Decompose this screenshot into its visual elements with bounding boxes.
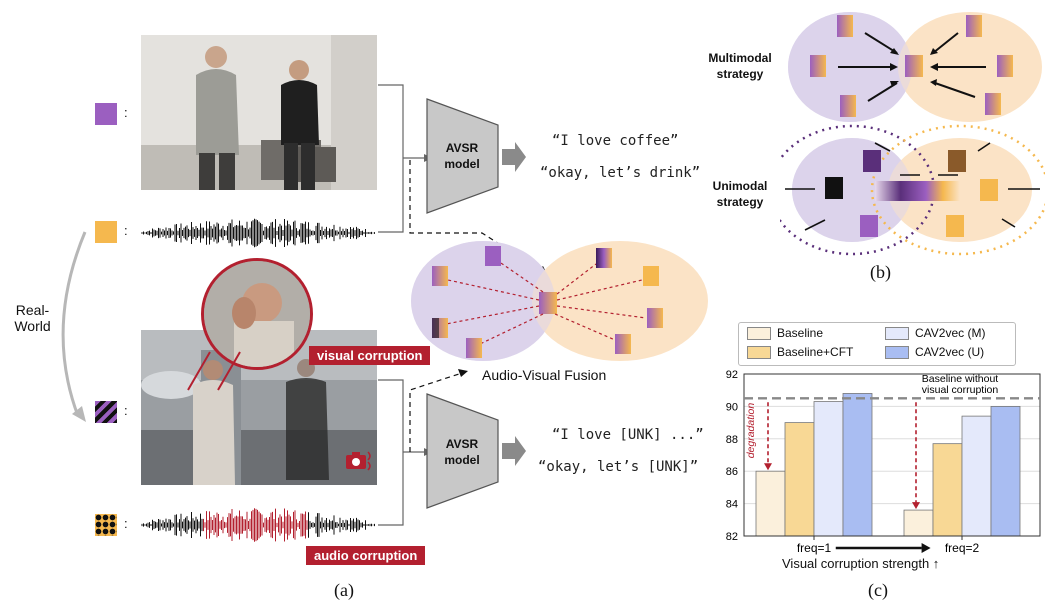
audio-modality-square (95, 221, 117, 243)
y-tick-label: 92 (726, 369, 738, 381)
colon: : (124, 223, 128, 238)
colon: : (124, 516, 128, 531)
transcript-clean-1: “I love coffee” (552, 133, 679, 149)
transcript-clean-2: “okay, let’s drink” (540, 165, 701, 181)
bar (813, 401, 844, 537)
legend-label: Baseline+CFT (777, 345, 854, 359)
legend-swatch (885, 345, 909, 359)
legend-item: Baseline+CFT (747, 345, 853, 359)
panel-b-caption: (b) (870, 262, 891, 282)
avsr-model-top-label: AVSR model (444, 141, 480, 171)
legend-label: CAV2vec (U) (915, 345, 985, 359)
y-tick-label: 90 (726, 401, 738, 413)
panel-a-caption: (a) (334, 580, 354, 600)
bar-chart: 82 84 86 88 90 92 freq=1 freq=2 Baseline withou… (726, 369, 1041, 555)
legend-label: Baseline (777, 326, 824, 340)
avsr-model-bottom-label: AVSR model (444, 437, 480, 467)
zoom-connector (187, 351, 241, 391)
bar (842, 393, 873, 537)
x-tick-label: freq=2 (945, 541, 980, 555)
visual-modality-square (95, 103, 117, 125)
degradation-label: degradation (745, 403, 757, 459)
avsr-model-top (426, 98, 499, 214)
y-tick-label: 86 (726, 466, 738, 478)
multimodal-strategy-label: Multimodal strategy (708, 51, 772, 81)
clean-audio-waveform (141, 218, 375, 248)
x-axis-label: Visual corruption strength ↑ (782, 556, 940, 571)
fusion-label: Audio-Visual Fusion (482, 367, 607, 383)
reference-line-label: Baseline without (922, 373, 999, 385)
legend-item: CAV2vec (U) (885, 345, 984, 359)
transcript-corrupt-2: “okay, let’s [UNK]” (538, 459, 699, 475)
reference-line-label: visual corruption (922, 384, 999, 396)
legend-swatch (885, 326, 909, 340)
audio-visual-fusion-diagram (411, 241, 708, 361)
real-world-label: Real- World (14, 302, 51, 334)
audio-corruption-label: audio corruption (306, 546, 426, 565)
real-world-arrow (61, 231, 87, 422)
unimodal-strategy-label: Unimodal strategy (712, 179, 768, 209)
bar (990, 406, 1021, 537)
bar (755, 470, 786, 537)
clean-video-frame (141, 35, 377, 190)
zoomed-face-inset (201, 258, 313, 370)
panel-c-caption: (c) (868, 580, 888, 600)
colon: : (124, 105, 128, 120)
colon: : (124, 403, 128, 418)
corrupted-audio-waveform (141, 508, 375, 542)
y-tick-label: 84 (726, 499, 738, 511)
camera-icon (344, 448, 374, 479)
visual-corruption-label: visual corruption (309, 346, 431, 365)
strategy-diagram (780, 12, 1045, 256)
y-tick-label: 88 (726, 434, 738, 446)
transcript-corrupt-1: “I love [UNK] ...” (552, 427, 704, 443)
x-tick-label: freq=1 (797, 541, 832, 555)
corrupted-audio-square (95, 514, 117, 536)
avsr-model-bottom (426, 393, 499, 509)
legend-item: CAV2vec (M) (885, 326, 985, 340)
y-tick-label: 82 (726, 531, 738, 543)
legend-label: CAV2vec (M) (915, 326, 986, 340)
legend-swatch (747, 326, 771, 340)
bar (784, 422, 815, 537)
legend-swatch (747, 345, 771, 359)
bar (903, 509, 934, 537)
bar (932, 443, 963, 537)
legend-item: Baseline (747, 326, 823, 340)
bar (961, 415, 992, 537)
corrupted-visual-square (95, 401, 117, 423)
